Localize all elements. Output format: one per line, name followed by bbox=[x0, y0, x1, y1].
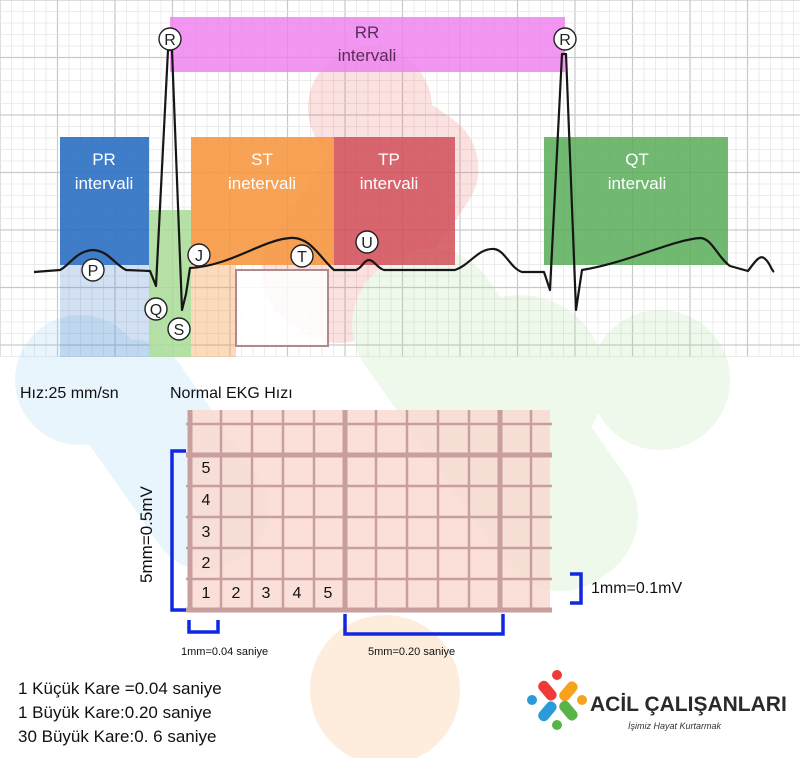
wave-u-marker: U bbox=[355, 230, 379, 254]
row-number-1: 1 bbox=[202, 585, 211, 602]
wave-r2-marker: R bbox=[553, 27, 577, 51]
bracket-1mm-s bbox=[187, 620, 220, 634]
calibration-paper-grid bbox=[186, 410, 552, 613]
brand-logo-icon bbox=[527, 670, 587, 730]
wave-t-marker: T bbox=[290, 244, 314, 268]
bracket-1mm-mv bbox=[570, 572, 583, 605]
brand-logo-tagline: İşimiz Hayat Kurtarmak bbox=[628, 721, 722, 731]
rr-interval-label-1: RR bbox=[355, 23, 380, 42]
svg-text:R: R bbox=[559, 32, 571, 49]
st-interval-lower bbox=[191, 265, 236, 357]
paper-speed-label: Hız:25 mm/sn bbox=[20, 385, 119, 402]
bracket-5mm-mv bbox=[170, 449, 186, 612]
qt-interval-label-1: QT bbox=[625, 150, 649, 169]
label-1mm-s: 1mm=0.04 saniye bbox=[181, 646, 268, 658]
col-number-5: 5 bbox=[324, 585, 333, 602]
col-number-3: 3 bbox=[262, 585, 271, 602]
pr-interval-box bbox=[60, 137, 149, 265]
col-number-2: 2 bbox=[232, 585, 241, 602]
svg-text:U: U bbox=[361, 235, 373, 252]
wave-markers: R R P Q S J T U bbox=[81, 27, 577, 341]
row-number-5: 5 bbox=[202, 460, 211, 477]
wave-p-marker: P bbox=[81, 258, 105, 282]
bracket-5mm-s bbox=[343, 614, 505, 636]
grid-highlight-square bbox=[235, 269, 329, 347]
svg-text:S: S bbox=[174, 322, 185, 339]
label-1mm-mv: 1mm=0.1mV bbox=[591, 580, 682, 597]
wave-r1-marker: R bbox=[158, 27, 182, 51]
wave-s-marker: S bbox=[167, 317, 191, 341]
rr-interval-label-2: intervali bbox=[338, 46, 397, 65]
wave-q-marker: Q bbox=[144, 297, 168, 321]
qt-interval-label-2: intervali bbox=[608, 174, 667, 193]
col-number-4: 4 bbox=[293, 585, 302, 602]
svg-text:J: J bbox=[195, 248, 203, 265]
svg-text:P: P bbox=[88, 263, 99, 280]
st-interval-label-2: inetervali bbox=[228, 174, 296, 193]
pr-interval-label-1: PR bbox=[92, 150, 116, 169]
svg-text:R: R bbox=[164, 32, 176, 49]
fact-30-big-squares: 30 Büyük Kare:0. 6 saniye bbox=[18, 727, 216, 746]
row-number-3: 3 bbox=[202, 524, 211, 541]
label-5mm-mv: 5mm=0.5mV bbox=[137, 486, 156, 583]
brand-logo: ACİL ÇALIŞANLARI İşimiz Hayat Kurtarmak bbox=[527, 670, 787, 731]
tp-interval-box bbox=[334, 137, 455, 265]
svg-text:Q: Q bbox=[150, 302, 162, 319]
paper-title: Normal EKG Hızı bbox=[170, 385, 293, 402]
svg-text:T: T bbox=[297, 249, 307, 266]
fact-big-square: 1 Büyük Kare:0.20 saniye bbox=[18, 703, 212, 722]
brand-logo-name: ACİL ÇALIŞANLARI bbox=[590, 693, 787, 716]
pr-interval-lower bbox=[60, 265, 149, 357]
tp-interval-label-1: TP bbox=[378, 150, 400, 169]
row-number-4: 4 bbox=[202, 492, 211, 509]
qt-interval-box bbox=[544, 137, 728, 265]
fact-small-square: 1 Küçük Kare =0.04 saniye bbox=[18, 679, 222, 698]
pr-interval-label-2: intervali bbox=[75, 174, 134, 193]
wave-j-marker: J bbox=[187, 243, 211, 267]
tp-interval-label-2: intervali bbox=[360, 174, 419, 193]
st-interval-label-1: ST bbox=[251, 150, 273, 169]
label-5mm-s: 5mm=0.20 saniye bbox=[368, 646, 455, 658]
rr-interval-box bbox=[170, 17, 565, 72]
row-number-2: 2 bbox=[202, 555, 211, 572]
